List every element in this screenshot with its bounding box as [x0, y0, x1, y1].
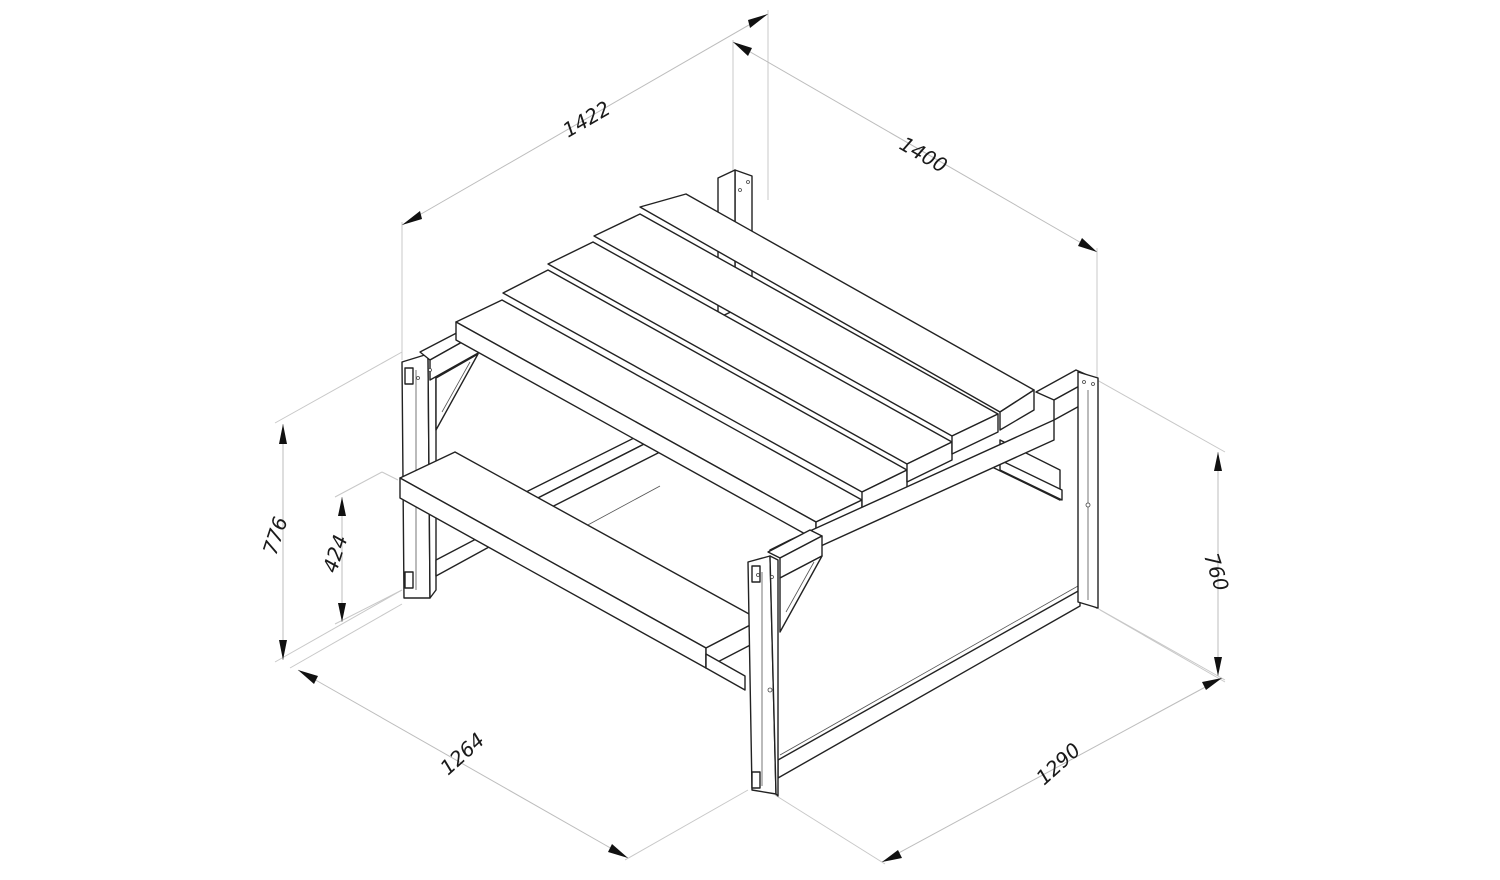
dim-label-760: 760 [1199, 550, 1234, 594]
dim-label-1290: 1290 [1031, 738, 1085, 790]
dimension-arrows [279, 14, 1222, 862]
dimension-lines [274, 10, 1226, 865]
dim-label-1400: 1400 [896, 132, 952, 178]
dim-label-1422: 1422 [559, 96, 615, 142]
dim-label-776: 776 [258, 514, 293, 558]
top-slats [455, 193, 1035, 541]
table-structure [399, 169, 1099, 797]
dim-label-1264: 1264 [435, 728, 489, 780]
dim-label-424: 424 [318, 532, 353, 576]
